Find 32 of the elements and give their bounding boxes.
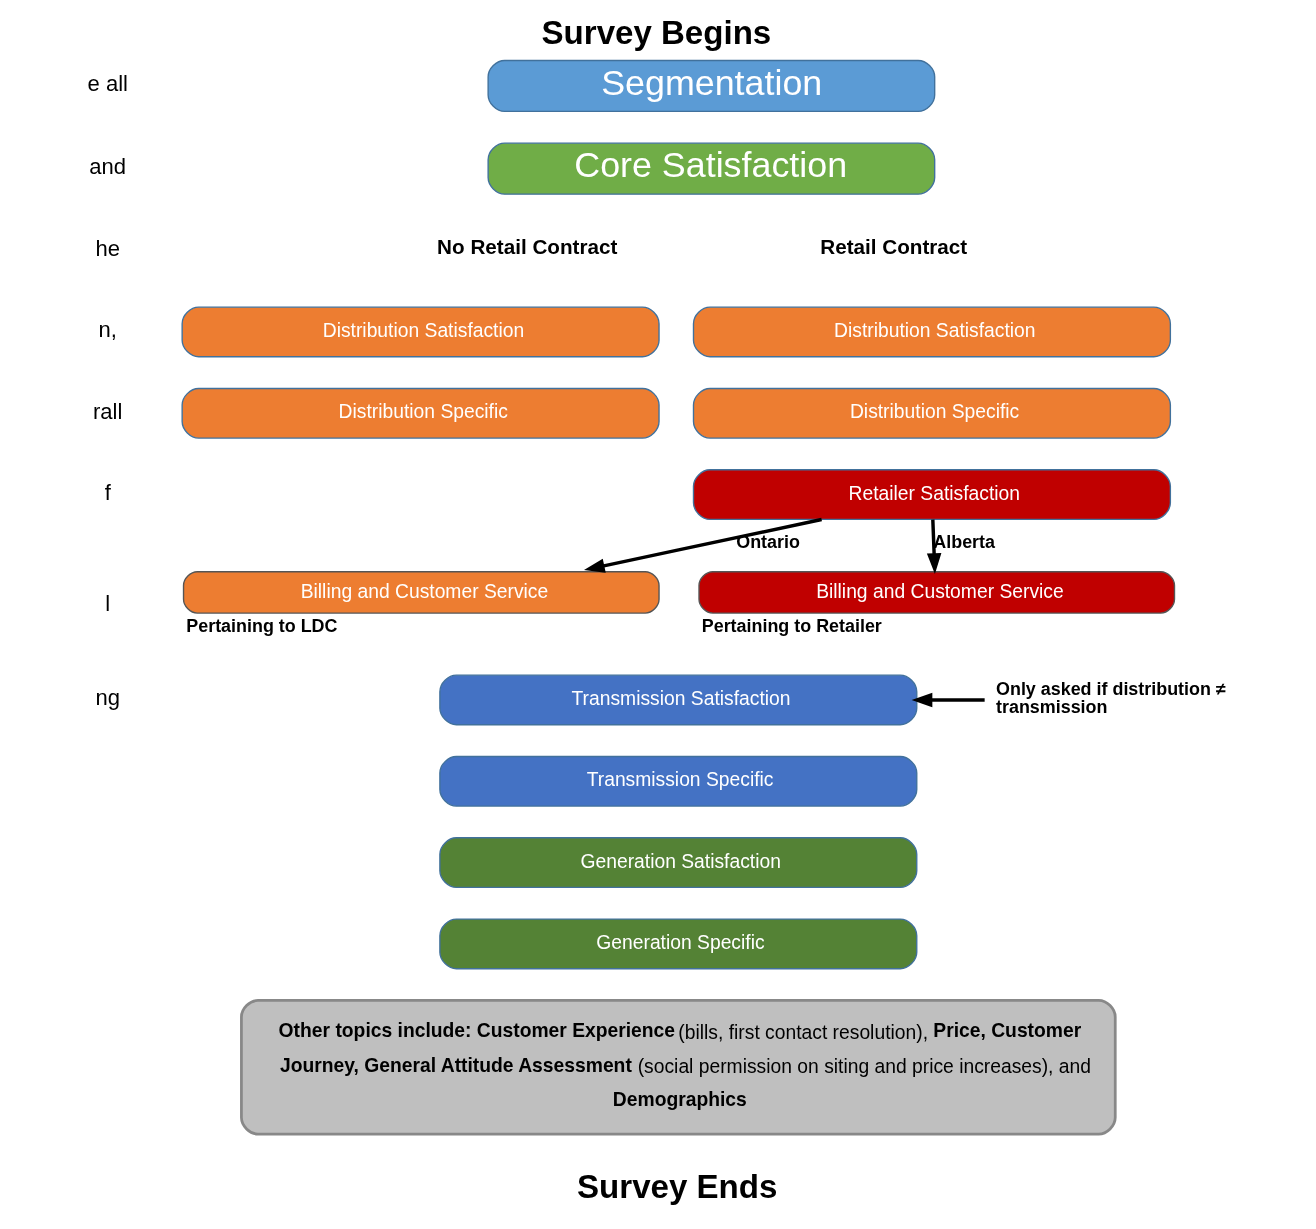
node-box: Retailer Satisfaction: [692, 469, 1172, 521]
arrow: [911, 692, 985, 708]
label: and: [89, 153, 127, 179]
label: n,: [98, 317, 117, 343]
label: e all: [87, 71, 128, 97]
caption: Survey Ends: [577, 1167, 778, 1205]
label: rall: [93, 398, 123, 424]
diagram-title: Survey Begins: [541, 14, 772, 52]
node-label: Pertaining to Retailer: [701, 615, 882, 636]
edge-label: Alberta: [933, 531, 996, 552]
label: l: [105, 591, 111, 617]
arrow: [584, 517, 822, 573]
node-box: Generation Satisfaction: [439, 837, 918, 889]
node-label: Pertaining to LDC: [186, 615, 338, 636]
label: f: [104, 479, 111, 505]
arrow: [926, 519, 942, 575]
node-box: Transmission Satisfaction: [439, 674, 918, 726]
node-text: Only asked if distribution ≠ transmission: [996, 678, 1226, 717]
node-box: Other topics include: Customer Experience (bills, first contact resolution), Price, Customer Journey, General Attitude Assessment (social permission on siting and price increases), and Demographics: [240, 999, 1117, 1136]
label: No Retail Contract: [437, 235, 618, 259]
node-box: Transmission Specific: [439, 755, 918, 807]
node-box: Generation Specific: [439, 918, 918, 970]
node-box: Distribution Specific: [181, 387, 660, 439]
label: he: [95, 235, 120, 261]
edge-label: Ontario: [736, 531, 800, 552]
node-box: Segmentation: [487, 59, 936, 113]
node-box: Distribution Satisfaction: [692, 306, 1172, 358]
label: Retail Contract: [820, 235, 968, 259]
node-box: Core Satisfaction: [487, 142, 936, 195]
node-box: Distribution Satisfaction: [181, 306, 660, 358]
label: ng: [95, 685, 120, 711]
node-box: Distribution Specific: [692, 387, 1172, 439]
